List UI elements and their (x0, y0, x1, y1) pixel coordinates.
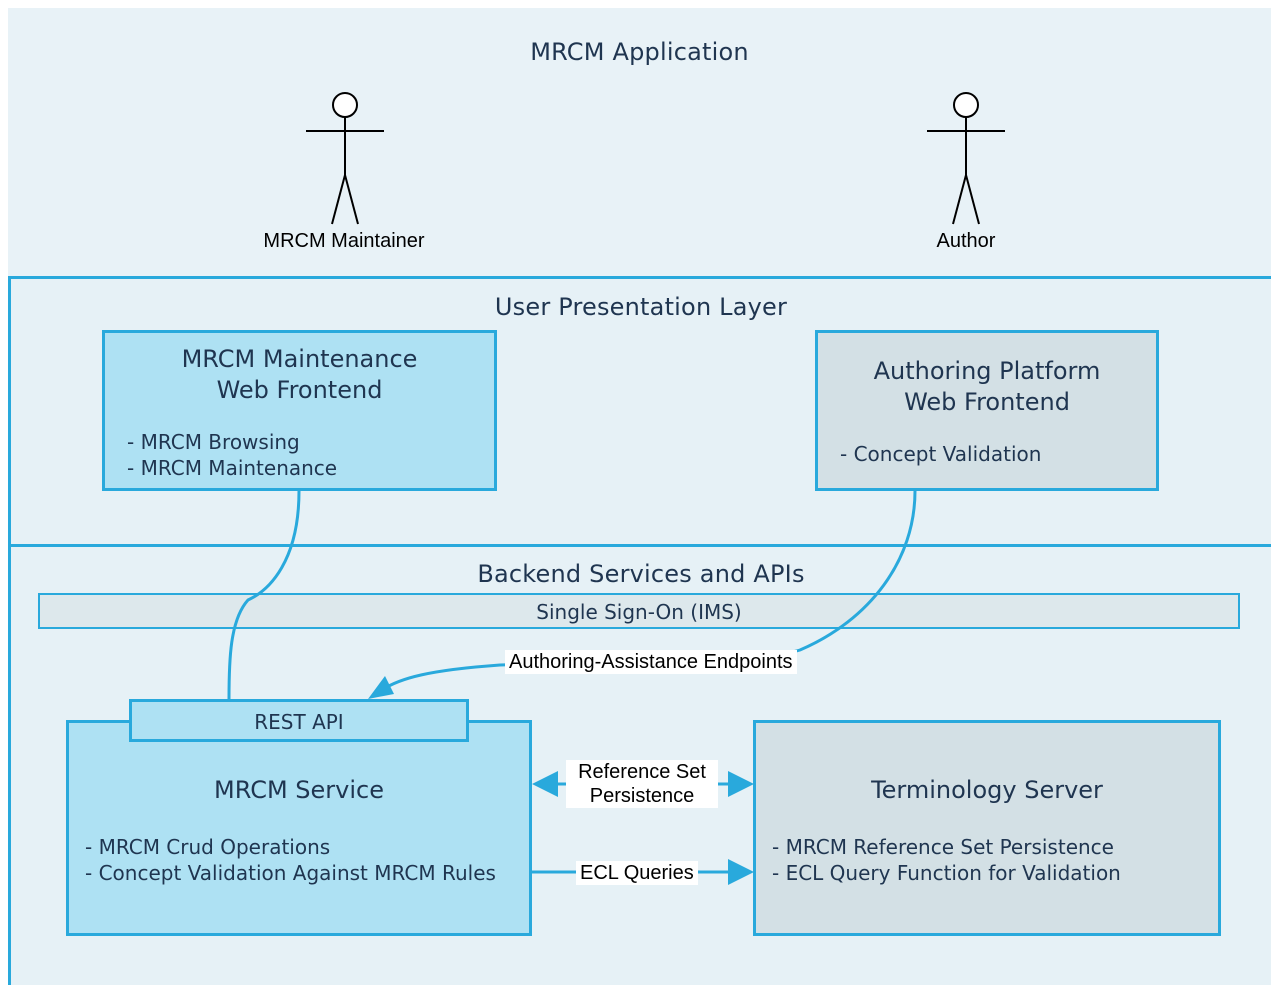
mrcm-service-bullets: - MRCM Crud Operations - Concept Validat… (85, 834, 496, 886)
backend-layer-title: Backend Services and APIs (477, 560, 805, 588)
reference-set-persistence-label: Reference Set Persistence (566, 760, 718, 808)
authoring-platform-frontend-bullets: - Concept Validation (840, 441, 1041, 467)
mrcm-service-box[interactable]: MRCM Service - MRCM Crud Operations - Co… (66, 720, 532, 936)
list-item: - Concept Validation Against MRCM Rules (85, 861, 496, 885)
presentation-layer-title: User Presentation Layer (494, 293, 788, 321)
terminology-server-bullets: - MRCM Reference Set Persistence - ECL Q… (772, 834, 1121, 886)
list-item: - ECL Query Function for Validation (772, 861, 1121, 885)
single-sign-on-bar: Single Sign-On (IMS) (38, 593, 1240, 629)
actor-mrcm-maintainer-label: MRCM Maintainer (263, 230, 425, 252)
mrcm-maintenance-frontend-title: MRCM Maintenance Web Frontend (181, 345, 418, 404)
list-item: - Concept Validation (840, 442, 1042, 466)
rest-api-box[interactable]: REST API (129, 699, 469, 742)
list-item: - MRCM Browsing (127, 430, 300, 454)
authoring-assistance-endpoints-label: Authoring-Assistance Endpoints (505, 650, 797, 674)
list-item: - MRCM Maintenance (127, 456, 338, 480)
authoring-platform-frontend-box[interactable]: Authoring Platform Web Frontend - Concep… (815, 330, 1159, 491)
actor-author-label: Author (936, 230, 996, 252)
application-layer-title: MRCM Application (530, 38, 749, 66)
terminology-server-title: Terminology Server (871, 776, 1103, 804)
list-item: - MRCM Crud Operations (85, 835, 331, 859)
authoring-platform-frontend-title: Authoring Platform Web Frontend (873, 357, 1101, 416)
ecl-queries-label: ECL Queries (576, 861, 698, 885)
mrcm-maintenance-frontend-bullets: - MRCM Browsing - MRCM Maintenance (127, 429, 337, 481)
single-sign-on-label: Single Sign-On (IMS) (536, 600, 742, 624)
mrcm-service-title: MRCM Service (214, 776, 384, 804)
application-layer: MRCM Application (8, 8, 1271, 276)
terminology-server-box[interactable]: Terminology Server - MRCM Reference Set … (753, 720, 1221, 936)
rest-api-label: REST API (254, 710, 344, 734)
mrcm-maintenance-frontend-box[interactable]: MRCM Maintenance Web Frontend - MRCM Bro… (102, 330, 497, 491)
list-item: - MRCM Reference Set Persistence (772, 835, 1114, 859)
